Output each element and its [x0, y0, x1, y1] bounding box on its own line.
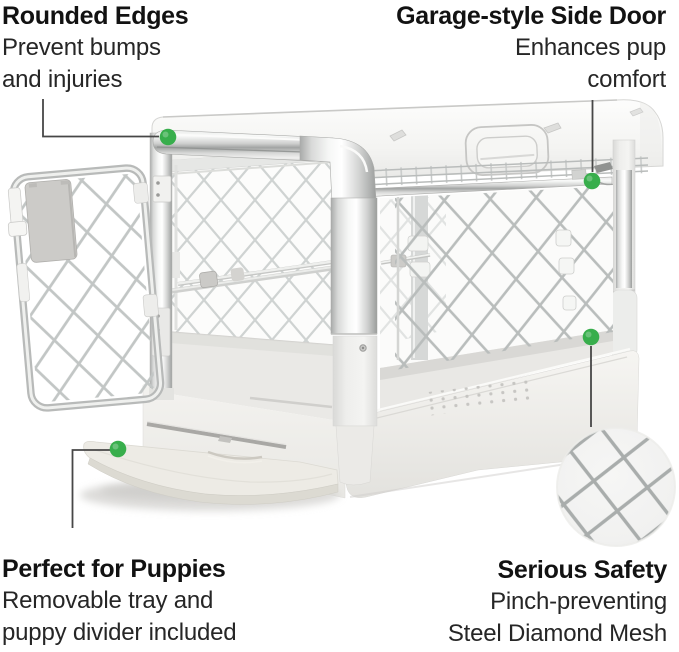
callout-line: puppy divider included [2, 619, 237, 646]
leader-bottom-left [71, 449, 110, 528]
callout-title: Serious Safety [497, 556, 668, 584]
callout-line: Removable tray and [2, 587, 214, 614]
callout-rounded-edges: Rounded Edges Prevent bumps and injuries [2, 0, 189, 96]
callout-title: Perfect for Puppies [2, 555, 226, 583]
rear-right-post [610, 139, 638, 359]
feature-dot-mesh [582, 328, 600, 346]
feature-dot-side-door [583, 172, 601, 190]
floor-drain-holes [420, 380, 533, 416]
callout-puppies: Perfect for Puppies Removable tray and p… [2, 553, 237, 649]
callout-title: Rounded Edges [2, 2, 189, 30]
front-right-post [299, 135, 378, 486]
interior-mesh-wall [170, 150, 333, 345]
door-roller-bracket [594, 162, 613, 173]
door-hinge [142, 293, 159, 318]
crate-interior [170, 149, 333, 420]
door-latch-plate [24, 179, 78, 263]
leader-lines [42, 99, 594, 528]
callout-line: comfort [587, 66, 666, 93]
callout-line: Prevent bumps [2, 34, 161, 61]
feature-dots [109, 128, 601, 458]
callout-line: Steel Diamond Mesh [447, 620, 667, 647]
door-hinge [133, 182, 149, 204]
removable-tray [80, 440, 340, 511]
leader-top-left [42, 99, 159, 138]
interior-floor [170, 332, 333, 420]
callout-side-door: Garage-style Side Door Enhances pup comf… [396, 0, 666, 96]
front-door-open [7, 164, 165, 412]
feature-dot-tray [109, 440, 127, 458]
roof-vent [629, 107, 644, 117]
callout-line: Pinch-preventing [490, 588, 667, 615]
roof-vent [543, 122, 562, 134]
callout-safety: Serious Safety Pinch-preventing Steel Di… [448, 554, 667, 650]
callout-title: Garage-style Side Door [396, 2, 666, 30]
callout-line: Enhances pup [514, 34, 666, 61]
mesh-inset-magnifier [556, 427, 676, 547]
callout-line: and injuries [2, 66, 123, 93]
roof-vent [389, 129, 407, 142]
tray-slot [146, 422, 287, 449]
roof-handle [464, 124, 550, 176]
feature-dot-rounded-edges [159, 128, 177, 146]
